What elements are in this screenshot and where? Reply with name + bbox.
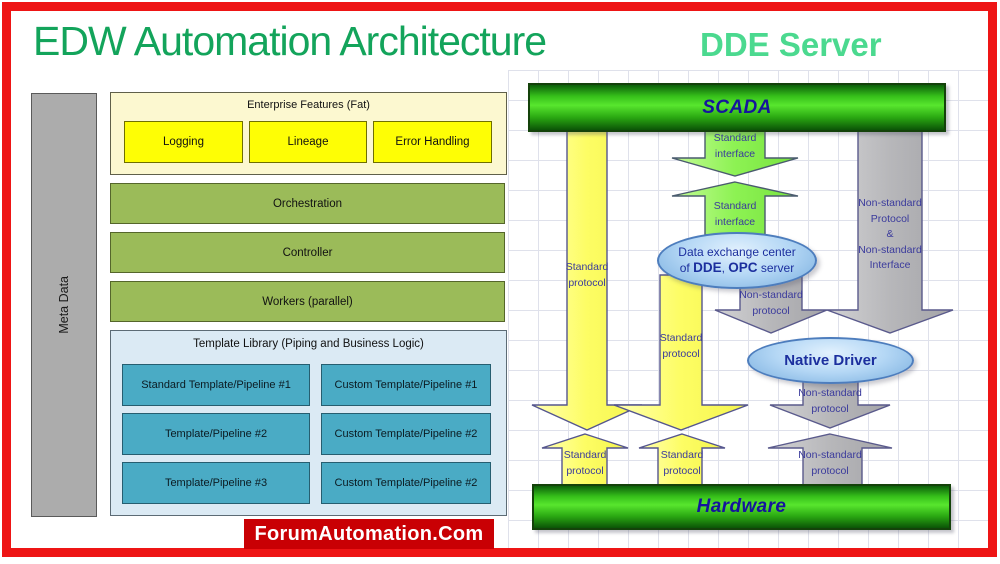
exchange-dde: DDE [693, 260, 722, 275]
orchestration-layer: Orchestration [110, 183, 505, 224]
nonstandard-protocol-arrow-exchange-to-native [714, 274, 828, 334]
label-line: protocol [662, 347, 700, 360]
label-line: interface [714, 147, 756, 160]
label-line: Interface [869, 259, 911, 271]
grid-background: SCADA Hardware Data exchange center of D… [508, 70, 988, 548]
label-line: protocol [811, 464, 849, 477]
label-line: protocol [568, 276, 606, 289]
forum-automation-banner: ForumAutomation.Com [244, 519, 494, 549]
logging-box: Logging [124, 121, 243, 163]
enterprise-features-label: Enterprise Features (Fat) [247, 99, 370, 111]
standard-protocol-down-arrow-mid [613, 274, 749, 431]
standard-protocol-down-arrow-left [531, 127, 643, 431]
exchange-opc: OPC [728, 260, 758, 275]
error-handling-box: Error Handling [373, 121, 492, 163]
template-cell: Custom Template/Pipeline #1 [321, 364, 491, 406]
exchange-sep: , [721, 261, 729, 275]
label-line: Standard [713, 132, 757, 144]
flow-arrows [531, 127, 954, 486]
page-title: EDW Automation Architecture [33, 18, 547, 64]
workers-layer: Workers (parallel) [110, 281, 505, 322]
template-cell: Template/Pipeline #3 [122, 462, 310, 504]
label-line: protocol [752, 304, 790, 317]
label-line: & [886, 228, 894, 240]
template-cell: Template/Pipeline #2 [122, 413, 310, 455]
std-protocol-up-label-1: Standard protocol [564, 448, 607, 479]
label-line: Non-standard [858, 243, 922, 256]
template-cell: Standard Template/Pipeline #1 [122, 364, 310, 406]
controller-layer: Controller [110, 232, 505, 273]
native-driver-ellipse: Native Driver [747, 337, 914, 384]
label-line: Standard [565, 261, 609, 273]
template-library-label: Template Library (Piping and Business Lo… [193, 338, 424, 350]
standard-interface-down-arrow [671, 127, 799, 177]
dde-server-title: DDE Server [700, 26, 882, 63]
label-line: Non-standard [858, 197, 922, 209]
label-line: interface [714, 215, 756, 228]
exchange-of: of [679, 261, 694, 275]
meta-data-label: Meta Data [57, 276, 71, 334]
nonstd-protocol-up-label: Non-standard protocol [798, 448, 862, 479]
label-line: protocol [663, 464, 701, 477]
label-line: Non-standard [739, 289, 803, 301]
exchange-line1: Data exchange center [678, 245, 796, 259]
nonstandard-protocol-interface-down-arrow [826, 127, 954, 334]
std-interface-label-2: Standard interface [714, 199, 757, 230]
label-line: protocol [811, 402, 849, 415]
label-line: Non-standard [798, 387, 862, 399]
label-line: protocol [566, 464, 604, 477]
std-protocol-label-mid: Standard protocol [660, 331, 703, 362]
exchange-server: server [757, 261, 795, 275]
template-cell: Custom Template/Pipeline #2 [321, 413, 491, 455]
hardware-bar: Hardware [532, 484, 951, 530]
std-protocol-label-left: Standard protocol [566, 260, 609, 291]
std-protocol-up-label-2: Standard protocol [661, 448, 704, 479]
template-library-box: Template Library (Piping and Business Lo… [110, 330, 507, 516]
lineage-box: Lineage [249, 121, 367, 163]
meta-data-bar: Meta Data [31, 93, 97, 517]
label-line: Standard [563, 449, 607, 461]
std-interface-label-1: Standard interface [714, 131, 757, 162]
nonstd-protocol-label-native: Non-standard protocol [798, 386, 862, 417]
data-exchange-ellipse: Data exchange center of DDE, OPC server [657, 232, 817, 289]
template-cell: Custom Template/Pipeline #2 [321, 462, 491, 504]
nonstd-protocol-label-exchange: Non-standard protocol [739, 288, 803, 319]
label-line: Standard [713, 200, 757, 212]
scada-bar: SCADA [528, 83, 946, 132]
enterprise-features-box: Enterprise Features (Fat) Logging Lineag… [110, 92, 507, 175]
label-line: Non-standard [798, 449, 862, 461]
label-line: Standard [660, 449, 704, 461]
exchange-line2: of DDE, OPC server [680, 260, 794, 276]
nonstd-protocol-interface-label: Non-standard Protocol & Non-standard Int… [858, 196, 922, 274]
label-line: Protocol [870, 212, 910, 225]
label-line: Standard [659, 332, 703, 344]
